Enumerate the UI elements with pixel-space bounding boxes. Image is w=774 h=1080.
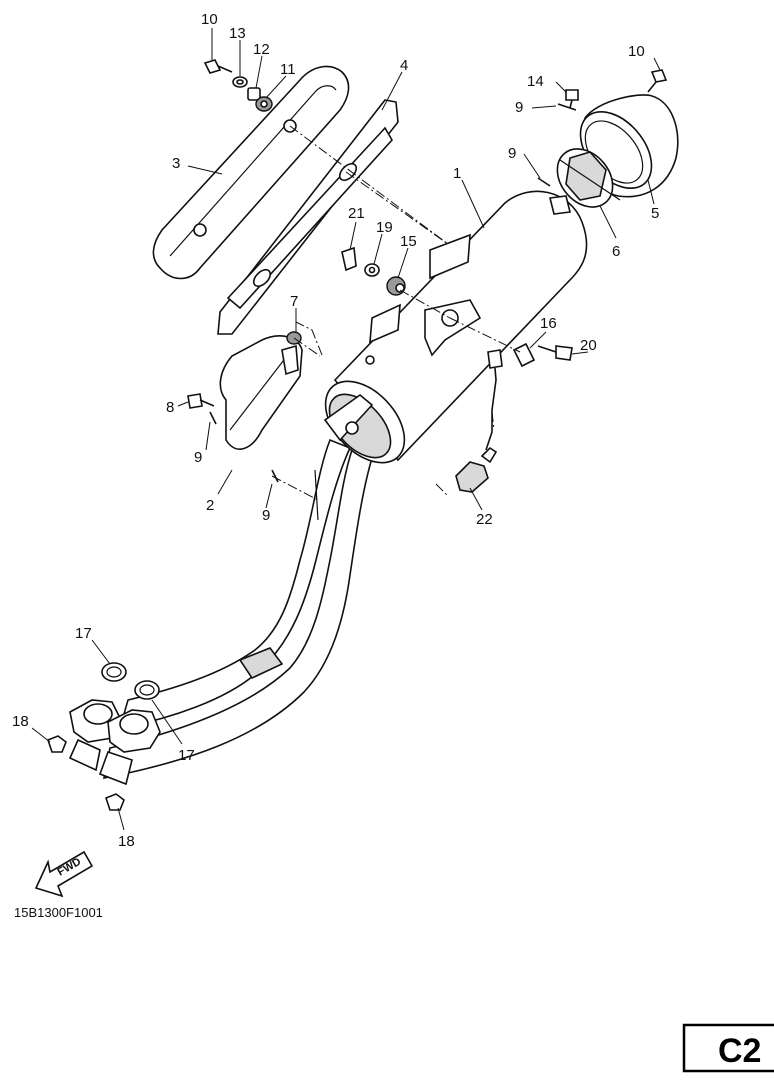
label-part-17-upper: 17 (75, 625, 92, 642)
heat-protector-upper (152, 65, 350, 280)
washer-13 (232, 76, 248, 88)
exhaust-pipe-assembly (68, 438, 373, 786)
section-tag-text: C2 (718, 1032, 761, 1070)
label-part-9-upper: 9 (515, 99, 523, 116)
label-part-5: 5 (651, 205, 659, 222)
collar-16 (512, 342, 536, 368)
o2-sensor (455, 349, 503, 493)
clip-9-middle (537, 177, 551, 187)
label-part-2: 2 (206, 497, 214, 514)
grommet-11 (255, 96, 273, 112)
label-part-18-lower: 18 (118, 833, 135, 850)
label-part-20: 20 (580, 337, 597, 354)
washer-19 (364, 263, 380, 277)
gasket-17-lower (134, 680, 160, 700)
label-part-21: 21 (348, 205, 365, 222)
fwd-arrow-icon: FWD (34, 850, 94, 898)
bolt-8 (187, 393, 215, 409)
leader-lines (31, 28, 661, 831)
label-part-3: 3 (172, 155, 180, 172)
label-part-16: 16 (540, 315, 557, 332)
label-part-19: 19 (376, 219, 393, 236)
clip-9-lower (271, 469, 279, 483)
label-part-18-upper: 18 (12, 713, 29, 730)
label-part-10-left: 10 (201, 11, 218, 28)
part-labels: 10 13 12 11 3 4 10 14 9 9 1 5 6 21 19 15… (12, 11, 659, 850)
label-part-22: 22 (476, 511, 493, 528)
bolt-20 (537, 345, 573, 361)
label-part-9-middle: 9 (508, 145, 516, 162)
collar-21 (341, 246, 357, 272)
assembly-lines (271, 125, 521, 501)
label-part-15: 15 (400, 233, 417, 250)
label-part-4: 4 (400, 57, 408, 74)
bolt-14 (565, 89, 579, 109)
label-part-17-lower: 17 (178, 747, 195, 764)
drawing-code: 15B1300F1001 (14, 905, 103, 920)
label-part-11: 11 (280, 61, 296, 78)
label-part-12: 12 (253, 41, 270, 58)
label-part-13: 13 (229, 25, 246, 42)
muffler-body (323, 190, 588, 464)
clip-9-upper (557, 103, 577, 111)
label-part-9-left: 9 (194, 449, 202, 466)
grommet-15 (386, 276, 406, 296)
heat-protector-lower (219, 335, 303, 450)
label-part-14: 14 (527, 73, 544, 90)
bolt-10-left (203, 59, 233, 74)
label-part-9-lower: 9 (262, 507, 270, 524)
nut-18-lower (105, 793, 125, 811)
end-cap-bracket (556, 148, 621, 208)
section-tag: C2 (682, 1023, 774, 1073)
heat-protector-gasket (217, 99, 399, 335)
label-part-7: 7 (290, 293, 298, 310)
label-part-1: 1 (453, 165, 461, 182)
label-part-8: 8 (166, 399, 174, 416)
label-part-10-right: 10 (628, 43, 645, 60)
label-part-6: 6 (612, 243, 620, 260)
collar-12 (247, 87, 261, 101)
gasket-17-upper (101, 662, 127, 682)
nut-18-upper (47, 735, 67, 753)
bolt-10-right (647, 69, 668, 93)
clip-9-left (209, 411, 217, 425)
